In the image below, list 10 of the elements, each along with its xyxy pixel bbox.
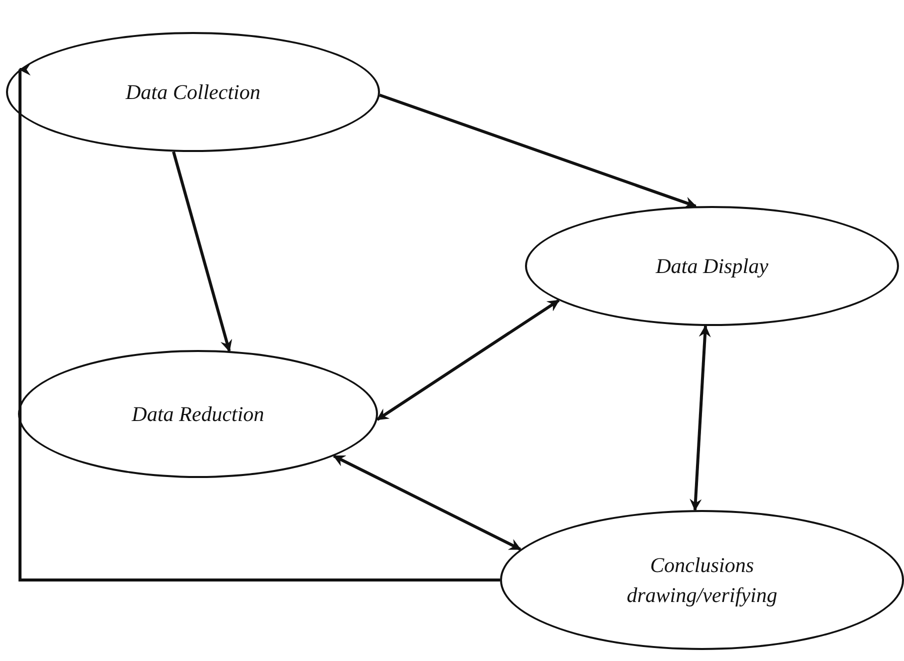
node-label: Data Collection: [126, 78, 260, 106]
node-label: Data Reduction: [132, 400, 264, 428]
node-label: Data Display: [656, 252, 768, 280]
arrow: [379, 94, 697, 208]
arrow: [690, 325, 711, 511]
arrow: [332, 454, 522, 551]
arrow: [172, 151, 232, 352]
node-label: Conclusions drawing/verifying: [626, 552, 778, 609]
arrow: [18, 64, 500, 582]
arrow: [376, 299, 560, 421]
